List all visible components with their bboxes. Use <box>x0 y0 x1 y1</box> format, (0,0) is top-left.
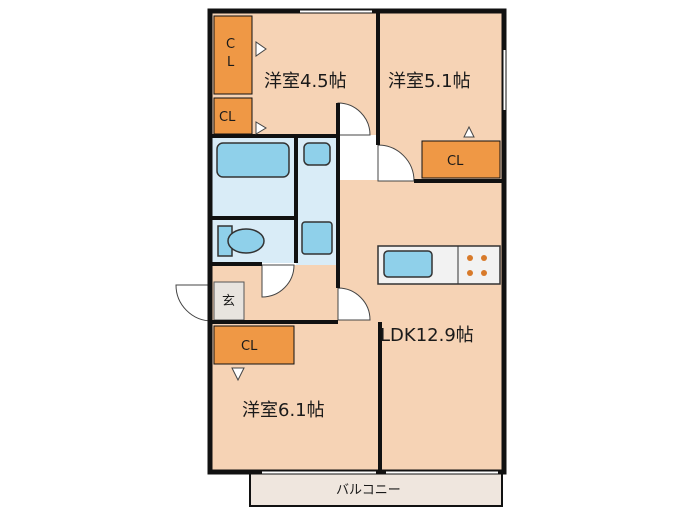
entrance-door-swing <box>175 284 213 322</box>
closet-label-right: CL <box>447 154 464 169</box>
balcony-area <box>249 471 503 507</box>
washbasin-icon <box>303 142 331 166</box>
closet-right <box>421 140 501 179</box>
room-label-6-1: 洋室6.1帖 <box>242 400 325 421</box>
closet-lower <box>213 325 295 365</box>
room-label-5-1: 洋室5.1帖 <box>388 71 471 92</box>
room-label-4-5: 洋室4.5帖 <box>264 71 347 92</box>
entrance-label: 玄 <box>222 294 235 309</box>
kitchen-counter-icon <box>377 245 501 285</box>
closet-door-markers <box>231 41 475 382</box>
exterior-walls <box>207 8 507 475</box>
balcony-label: バルコニー <box>336 483 401 498</box>
bathtub-icon <box>216 142 290 178</box>
closet-small <box>213 97 253 135</box>
window-frames <box>262 9 507 475</box>
windows <box>262 9 506 474</box>
closet-tall <box>213 15 253 95</box>
entrance-floor <box>213 281 245 321</box>
closet-label-c: C <box>226 37 235 52</box>
closet-label-small: CL <box>219 110 236 125</box>
door-swing-ldk <box>337 287 371 321</box>
room-label-ldk: LDK12.9帖 <box>380 325 474 346</box>
washer-icon <box>301 221 333 255</box>
door-swing-entry-hall <box>261 264 295 298</box>
interior-walls <box>212 13 502 470</box>
closet-label-lower: CL <box>241 339 258 354</box>
toilet-icon <box>217 225 265 257</box>
closet-label-l: L <box>227 55 235 70</box>
door-swing-4-5 <box>337 102 371 136</box>
door-swing-5-1 <box>377 144 415 182</box>
